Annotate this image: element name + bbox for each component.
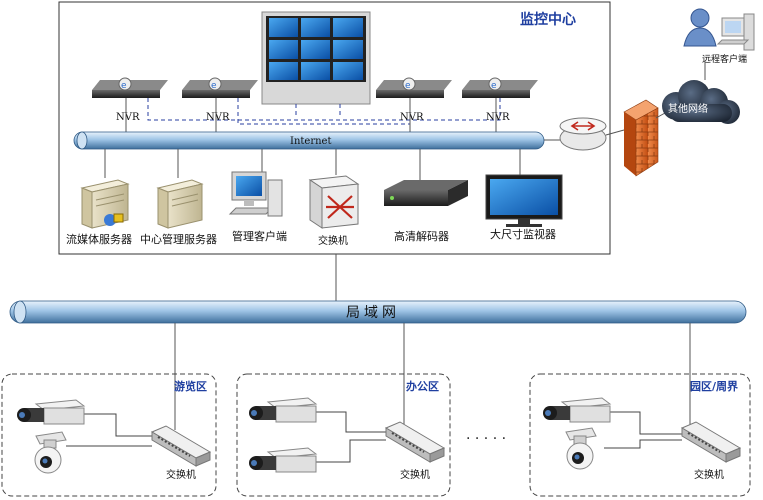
dome-camera-icon bbox=[565, 427, 597, 470]
nvr-label: NVR bbox=[486, 112, 510, 123]
svg-text:e: e bbox=[121, 81, 127, 91]
nvr-label: NVR bbox=[400, 112, 424, 123]
box-camera-icon bbox=[249, 447, 318, 473]
lan-drops bbox=[174, 323, 691, 430]
nvr-recorder-icon: e bbox=[92, 77, 168, 98]
monitor-icon bbox=[485, 174, 563, 227]
svg-text:e: e bbox=[211, 81, 217, 91]
switch-icon bbox=[150, 425, 212, 467]
remote-user-icon bbox=[683, 8, 755, 51]
svg-text:e: e bbox=[491, 81, 497, 91]
center-switch-label: 交换机 bbox=[318, 234, 348, 247]
server-icon bbox=[156, 179, 204, 229]
box-camera-icon bbox=[17, 399, 86, 425]
svg-text:e: e bbox=[405, 81, 411, 91]
nvr-drops bbox=[125, 98, 497, 132]
decoder-icon bbox=[384, 180, 468, 206]
workstation-icon bbox=[228, 171, 283, 217]
management-server-label: 中心管理服务器 bbox=[140, 232, 217, 246]
lan-label: 局域网 bbox=[346, 305, 400, 321]
zone-frame bbox=[1, 373, 217, 497]
nvr-recorder-icon: e bbox=[462, 77, 538, 98]
switch-icon bbox=[384, 421, 446, 463]
firewall-icon bbox=[623, 99, 659, 177]
device-drops bbox=[104, 149, 521, 180]
zone-frame bbox=[236, 373, 451, 497]
nvr-recorder-icon: e bbox=[182, 77, 258, 98]
remote-client-label: 远程客户端 bbox=[702, 53, 747, 65]
video-wall-icon bbox=[261, 11, 371, 105]
dome-camera-icon bbox=[34, 431, 67, 474]
server-icon bbox=[80, 179, 130, 229]
box-camera-icon bbox=[543, 397, 612, 423]
hd-decoder-label: 高清解码器 bbox=[394, 229, 449, 243]
nvr-recorder-icon: e bbox=[376, 77, 452, 98]
zone-switch-label: 交换机 bbox=[694, 468, 724, 481]
box-camera-icon bbox=[249, 397, 318, 423]
streaming-server-label: 流媒体服务器 bbox=[66, 232, 132, 246]
internet-label: Internet bbox=[290, 136, 331, 147]
zone-title: 游览区 bbox=[174, 379, 207, 393]
zone-title: 办公区 bbox=[406, 379, 439, 393]
nvr-label: NVR bbox=[116, 112, 140, 123]
large-monitor-label: 大尺寸监视器 bbox=[490, 227, 556, 241]
ellipsis: · · · · · bbox=[466, 431, 506, 447]
switch-icon bbox=[308, 175, 360, 229]
cloud-icon bbox=[662, 80, 740, 124]
other-network-label: 其他网络 bbox=[668, 102, 708, 115]
zone-frame bbox=[529, 373, 751, 497]
control-center-title: 监控中心 bbox=[520, 11, 576, 28]
router-icon bbox=[559, 117, 607, 151]
management-client-label: 管理客户端 bbox=[232, 229, 287, 243]
nvr-label: NVR bbox=[206, 112, 230, 123]
switch-icon bbox=[680, 421, 742, 463]
lan-backbone-pipe bbox=[9, 300, 747, 324]
zone-title: 园区/周界 bbox=[690, 380, 738, 393]
zone-switch-label: 交换机 bbox=[166, 468, 196, 481]
zone-switch-label: 交换机 bbox=[400, 468, 430, 481]
camera-links bbox=[66, 411, 682, 463]
